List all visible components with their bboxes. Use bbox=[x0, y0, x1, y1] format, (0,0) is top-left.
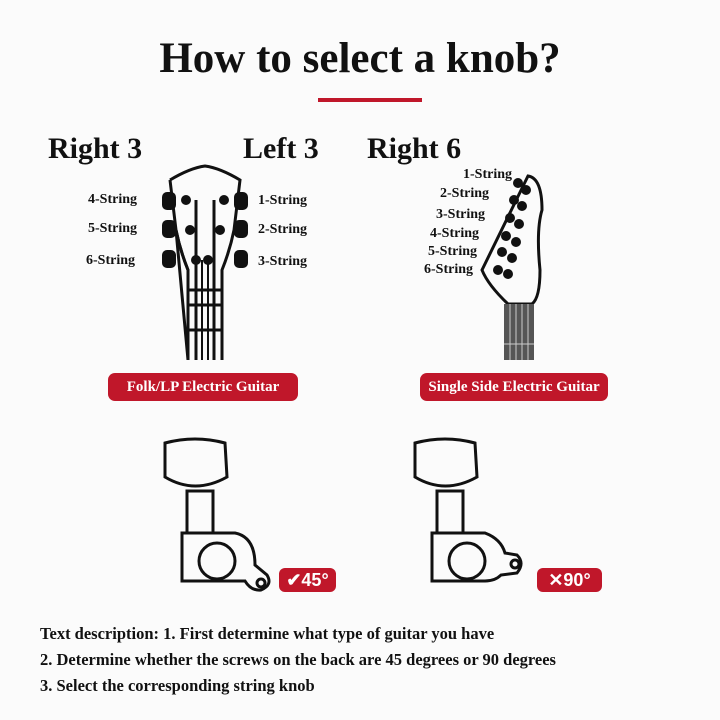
label-6-string: 6-String bbox=[86, 253, 135, 268]
check-icon: ✔ bbox=[286, 570, 302, 590]
angle-90-label: 90° bbox=[563, 570, 591, 590]
label-4-string: 4-String bbox=[88, 192, 137, 207]
label-1-string: 1-String bbox=[258, 193, 307, 208]
angle-45-badge: ✔45° bbox=[279, 568, 336, 592]
single-side-guitar-badge: Single Side Electric Guitar bbox=[420, 373, 608, 401]
description-line-1: Text description: 1. First determine wha… bbox=[40, 624, 495, 643]
angle-90-badge: ✕90° bbox=[537, 568, 602, 592]
single-side-headstock-icon bbox=[480, 174, 544, 360]
cross-icon: ✕ bbox=[548, 570, 564, 590]
label-3-string: 3-String bbox=[258, 254, 307, 269]
heading-right-6: Right 6 bbox=[367, 132, 462, 165]
folk-headstock-icon bbox=[162, 164, 248, 360]
heading-left-3: Left 3 bbox=[243, 132, 319, 165]
label-2-string: 2-String bbox=[440, 186, 489, 201]
folk-guitar-badge: Folk/LP Electric Guitar bbox=[108, 373, 298, 401]
label-6-string: 6-String bbox=[424, 262, 473, 277]
label-5-string: 5-String bbox=[88, 221, 137, 236]
label-2-string: 2-String bbox=[258, 222, 307, 237]
heading-right-3: Right 3 bbox=[48, 132, 143, 165]
label-4-string: 4-String bbox=[430, 226, 479, 241]
label-1-string: 1-String bbox=[463, 167, 512, 182]
tuner-90-degree-icon bbox=[413, 437, 523, 583]
title-underline bbox=[318, 98, 422, 102]
description-line-2: 2. Determine whether the screws on the b… bbox=[40, 650, 556, 669]
page-title: How to select a knob? bbox=[159, 35, 561, 82]
tuner-45-degree-icon bbox=[163, 437, 271, 592]
description-line-3: 3. Select the corresponding string knob bbox=[40, 676, 315, 695]
label-3-string: 3-String bbox=[436, 207, 485, 222]
angle-45-label: 45° bbox=[301, 570, 329, 590]
label-5-string: 5-String bbox=[428, 244, 477, 259]
